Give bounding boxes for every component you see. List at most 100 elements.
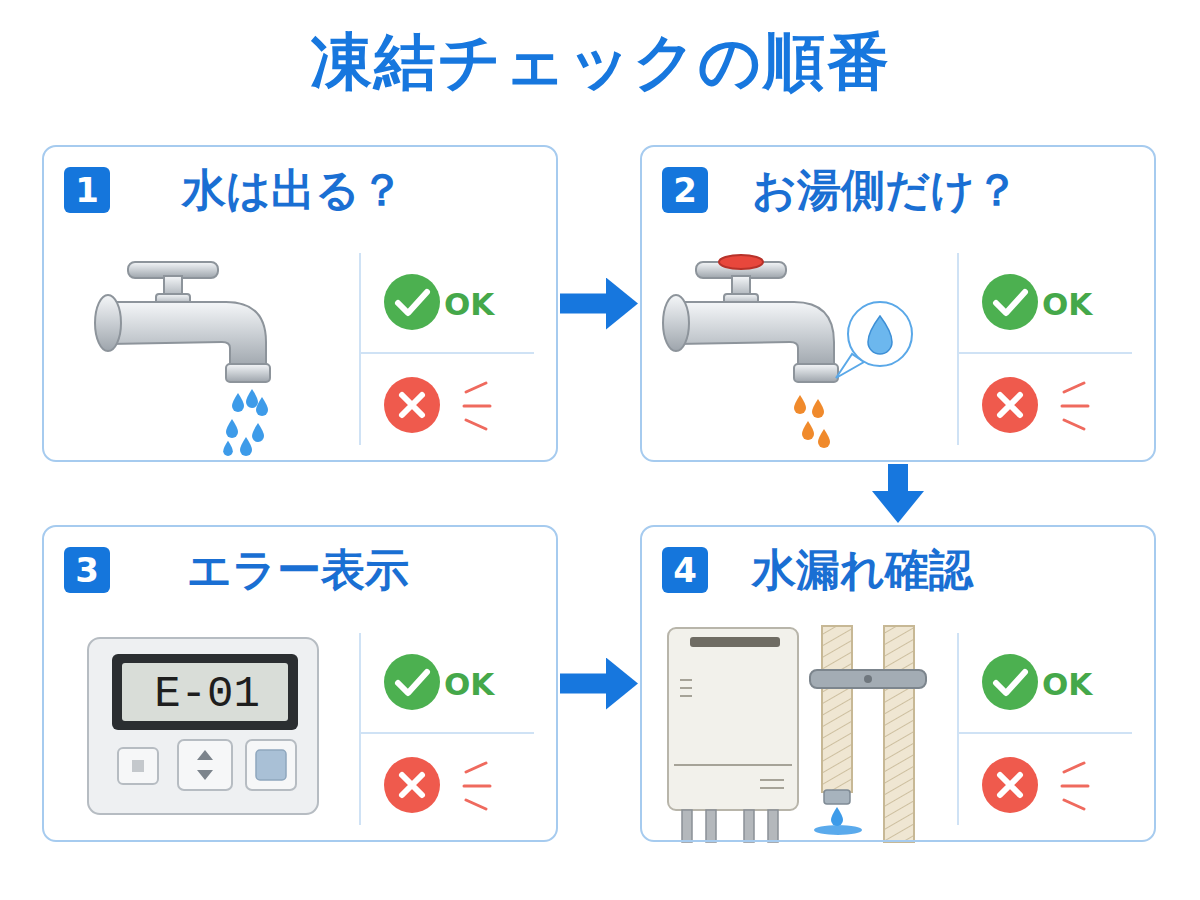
water-heater [680,687,692,689]
insulated-pipes [822,626,852,792]
speech-bubble [836,302,912,378]
leak-drip [814,825,862,835]
hot-water-drops [794,395,830,448]
water-heater [690,637,780,647]
remote-controller [88,638,318,814]
step-heading: エラー表示 [187,541,409,599]
water-heater [680,695,692,697]
result-icons [360,633,534,825]
result-icons [1000,395,1020,415]
remote-controller [122,663,288,721]
result-icons [958,633,1132,825]
remote-controller [197,750,213,780]
water-heater [682,810,778,842]
water-drops [246,389,258,408]
step-number: 1 [64,167,110,213]
result-icons [360,352,534,354]
speech-bubble [868,316,892,354]
ok-label: OK [1042,284,1092,324]
speech-bubble [848,302,912,366]
water-heater [768,810,778,842]
ok-label: OK [444,664,494,704]
hot-water-drops [802,421,814,440]
check-marks [360,253,1132,825]
result-icons [384,757,440,813]
water-drops [252,423,264,442]
ok-label: OK [1042,664,1092,704]
insulated-pipes [824,790,850,804]
water-heater [706,810,716,842]
water-drops [240,437,252,456]
result-icons [982,274,1038,330]
result-icons [957,253,959,445]
flow-arrow [560,294,606,314]
result-icons [1000,775,1020,795]
water-drops [223,389,268,456]
result-icons [958,732,1132,734]
result-icons [360,732,534,734]
step-panel: 4 水漏れ確認 OK [640,525,1156,842]
result-icons [958,352,1132,354]
water-heater [682,810,692,842]
water-heater [674,680,792,788]
insulated-pipes [864,675,872,683]
water-heater [674,764,792,766]
water-drops [232,393,244,412]
result-icons [359,253,361,445]
result-icons [464,763,490,809]
water-heater [668,628,798,810]
result-icons [982,757,1038,813]
result-icons [957,633,959,825]
result-icons [359,633,361,825]
flow-arrow [560,674,606,694]
water-drops [226,419,238,438]
water-heater [680,679,692,681]
leak-drip [831,807,843,826]
error-code: E-01 [126,667,288,721]
water-heater [744,810,754,842]
leak-drip [814,807,862,835]
insulated-pipes [884,626,914,842]
step-number: 4 [662,547,708,593]
result-icons [384,377,440,433]
result-icons [402,775,422,795]
hot-water-drops [818,429,830,448]
result-icons [996,292,1025,313]
result-icons [384,654,440,710]
water-drops [223,441,233,456]
result-icons [402,395,422,415]
result-icons [398,292,427,313]
result-icons [982,377,1038,433]
result-icons [464,383,490,429]
result-icons [958,253,1132,445]
result-icons [996,672,1025,693]
step-panel: 3 エラー表示 E-01 OK [42,525,558,842]
result-icons [982,654,1038,710]
remote-controller [246,740,296,790]
step-heading: 水漏れ確認 [752,541,973,599]
step-heading: お湯側だけ？ [752,161,1019,219]
remote-controller [178,740,232,790]
water-heater [760,779,784,781]
insulated-pipes [810,626,926,842]
result-icons [1062,763,1088,809]
remote-controller [112,654,298,730]
step-number: 3 [64,547,110,593]
water-drops [256,397,268,416]
insulated-pipes [810,670,926,688]
water-heater [668,628,798,842]
remote-controller [256,750,286,780]
step-number: 2 [662,167,708,213]
faucet [663,262,838,382]
result-icons [398,672,427,693]
remote-controller [88,638,318,814]
result-icons [384,274,440,330]
ok-label: OK [444,284,494,324]
step-panel: 1水は出る？OK [42,145,558,462]
remote-controller [132,760,144,772]
water-heater [760,787,784,789]
faucet [95,262,270,382]
diagram-title: 凍結チェックの順番 [0,22,1200,102]
